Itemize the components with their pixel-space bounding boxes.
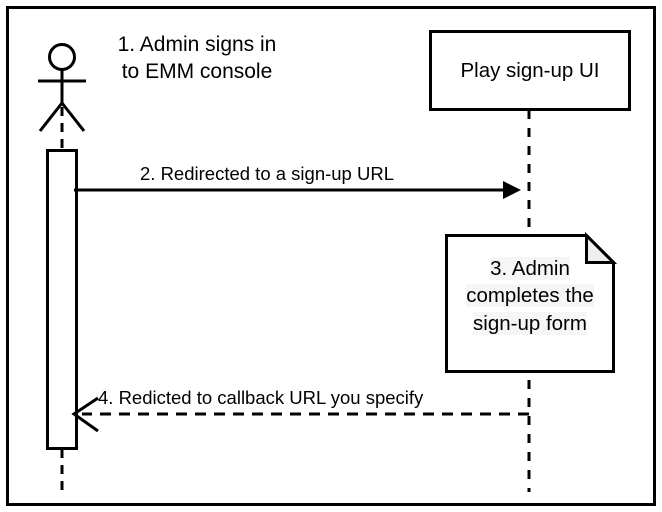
message-4-label: 4. Redicted to callback URL you specify bbox=[98, 387, 424, 408]
note-fold-corner bbox=[585, 231, 618, 264]
message-2-arrowhead-filled bbox=[503, 181, 521, 199]
step-1-line-1: 1. Admin signs in bbox=[117, 33, 277, 56]
play-signup-ui-label: Play sign-up UI bbox=[460, 58, 600, 82]
step-1-annotation: 1. Admin signs in to EMM console bbox=[101, 31, 293, 86]
note-step-3-text: 3. Admin completes the sign-up form bbox=[447, 255, 613, 337]
message-2-arrow bbox=[74, 181, 521, 199]
actor-leg-left-line bbox=[38, 102, 64, 132]
step-1-line-2: to EMM console bbox=[121, 60, 273, 84]
message-2-label: 2. Redirected to a sign-up URL bbox=[140, 163, 394, 184]
admin-actor bbox=[38, 43, 86, 132]
play-signup-ui-box bbox=[429, 30, 631, 111]
note-line-1: 3. Admin bbox=[490, 257, 570, 280]
message-4-arrow bbox=[71, 396, 529, 433]
message-4-arrowhead-open bbox=[71, 396, 99, 433]
actor-leg-right-line bbox=[60, 102, 86, 132]
actor-head-icon bbox=[48, 43, 76, 71]
note-line-2: completes the bbox=[466, 284, 594, 308]
admin-activation-bar bbox=[46, 149, 78, 450]
note-line-3: sign-up form bbox=[473, 311, 587, 335]
